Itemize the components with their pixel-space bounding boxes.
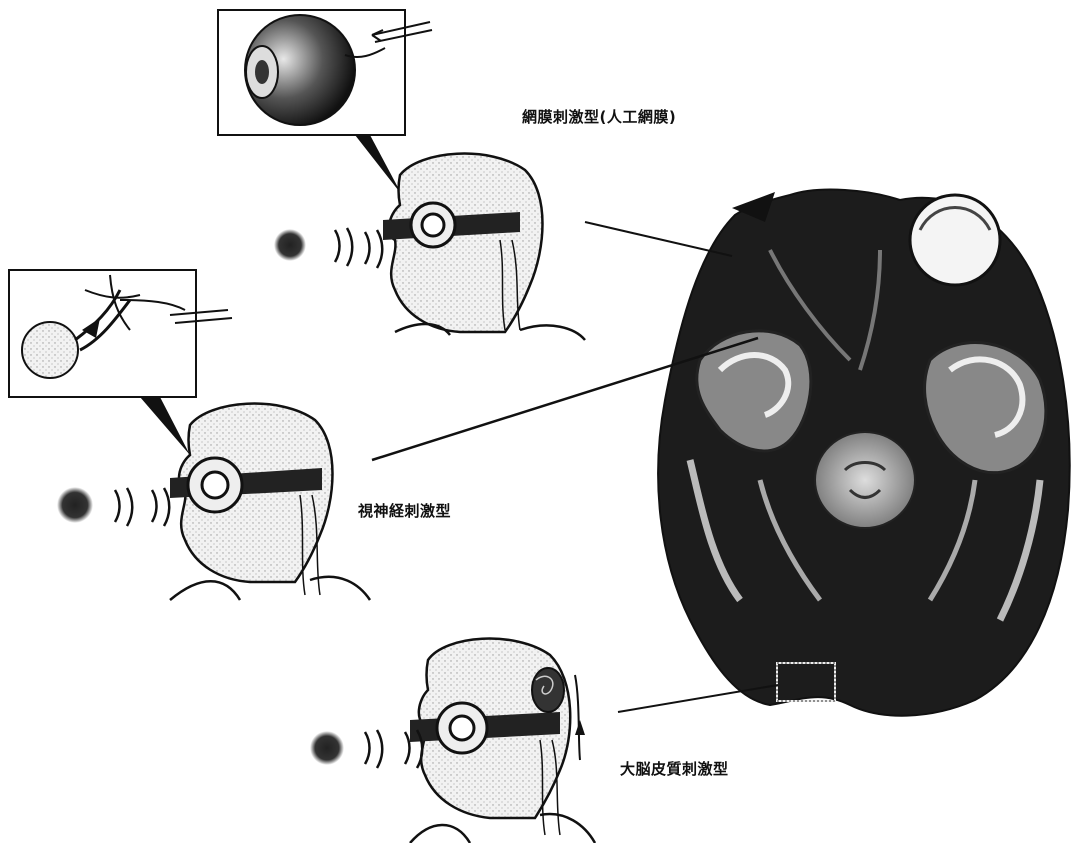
light-source-icon-2 bbox=[57, 487, 93, 523]
cortex-figure bbox=[310, 639, 595, 843]
optic-nerve-figure bbox=[9, 270, 370, 600]
cortex-implant-icon bbox=[532, 668, 564, 712]
head-outline bbox=[389, 154, 543, 332]
optic-nerve-type-label: 視神経刺激型 bbox=[358, 500, 451, 521]
retina-figure bbox=[218, 10, 585, 340]
brain-illustration bbox=[658, 190, 1070, 716]
light-source-icon bbox=[274, 229, 306, 261]
cortex-type-label: 大脳皮質刺激型 bbox=[620, 758, 729, 779]
retina-type-label: 網膜刺激型(人工網膜) bbox=[522, 106, 676, 127]
retina-connector-line bbox=[585, 222, 732, 256]
light-source-icon-3 bbox=[310, 731, 344, 765]
